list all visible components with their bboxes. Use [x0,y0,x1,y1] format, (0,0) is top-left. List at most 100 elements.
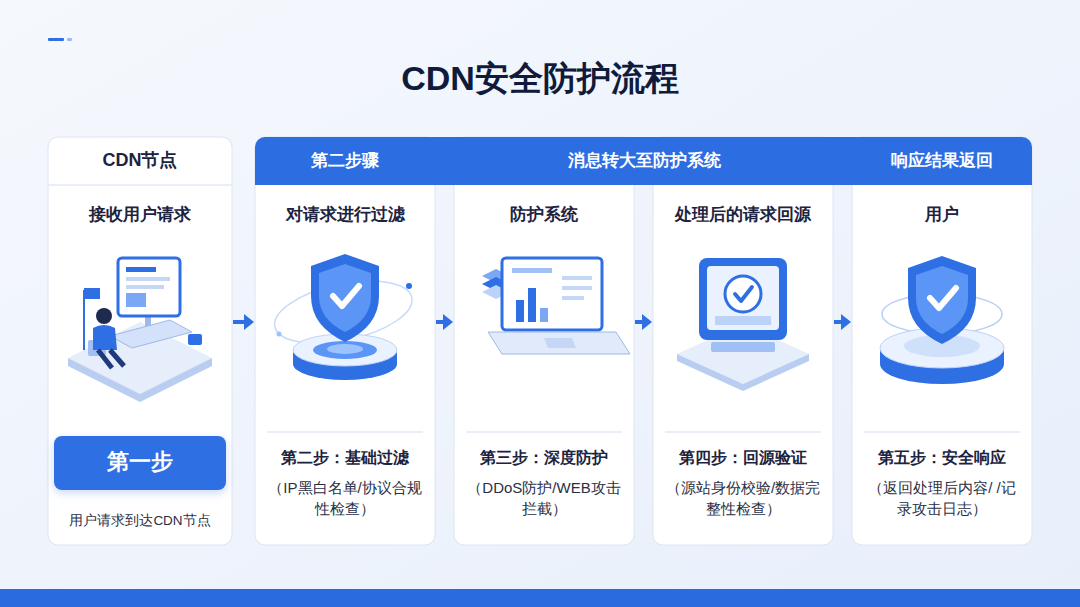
arrow-head [443,314,453,330]
response-shield-icon [908,256,976,344]
user-desk-icon [84,288,100,299]
step-detail: 用户请求到达CDN节点 [51,512,229,531]
response-shield-icon [916,266,968,334]
filter-shield-icon [277,332,282,337]
step-card: 处理后的请求回源第四步：回源验证 （源站身份校验/数据完整性检查） [653,185,833,545]
step-detail: （返回处理后内容/ /记录攻击日志） [864,477,1020,519]
response-shield-icon [880,256,1004,384]
step-title: 第四步：回源验证 [658,447,828,469]
origin-check-icon [715,316,771,325]
corner-dash [48,38,72,41]
laptop-dashboard-icon [540,308,548,322]
user-desk-icon [110,350,124,366]
step-card: CDN节点接收用户请求用户请求到达CDN节点 第一步 [48,137,232,545]
origin-check-icon [677,258,809,391]
step-detail: （DDoS防护/WEB攻击拦截） [466,477,622,519]
laptop-dashboard-icon [544,338,576,348]
arrow-head [841,314,851,330]
card-panels [653,137,833,545]
card-panels [852,137,1032,545]
user-desk-icon [68,258,212,402]
card-dividers [466,431,622,433]
laptop-dashboard-icon [562,296,584,300]
laptop-dashboard-icon [482,258,630,354]
card-dividers [48,185,1020,432]
arrow-head [642,314,652,330]
header-band: 第二步骤 消息转大至防护系统 响应结果返回 [255,137,1032,185]
arrow-shaft [834,320,842,324]
card-dividers [864,431,1020,433]
origin-check-icon [707,266,779,330]
user-desk-icon [126,285,164,289]
laptop-dashboard-icon [516,300,524,322]
flow-arrow [635,314,652,330]
corner-dash [48,38,64,41]
user-desk-icon [96,308,112,324]
card-dividers [665,431,821,433]
arrow-shaft [233,320,245,324]
filter-shield-icon [313,341,377,359]
arrow-head [244,314,254,330]
filter-shield-icon [269,254,418,380]
card-panels [48,137,232,545]
filter-shield-icon [311,254,379,342]
corner-dash [67,38,72,41]
step-detail: （IP黑白名单/协议合规性检查） [267,477,423,519]
laptop-dashboard-icon [562,276,592,280]
user-desk-icon [68,358,212,402]
flow-arrow [436,314,453,330]
user-desk-icon [110,320,192,348]
response-shield-icon [908,256,976,344]
band-label: 响应结果返回 [852,149,1032,173]
card-heading: 接收用户请求 [52,203,228,227]
flow-arrow [834,314,851,330]
diagram-title: CDN安全防护流程 [0,56,1080,102]
card-header: CDN节点 [52,148,228,173]
step-title: 第五步：安全响应 [857,447,1027,469]
card-heading: 对请求进行过滤 [260,203,430,227]
origin-check-icon [735,287,752,301]
laptop-dashboard-icon [512,268,552,273]
card-panels [48,137,1032,545]
card-dividers [48,184,232,186]
origin-check-icon [711,342,775,352]
origin-check-icon [677,354,809,391]
user-desk-icon [93,325,117,350]
step-title: 第三步：深度防护 [459,447,629,469]
card-panels [255,137,435,545]
card-heading: 防护系统 [459,203,629,227]
card-heading: 用户 [857,203,1027,227]
origin-check-icon [699,258,787,340]
user-desk-icon [126,277,170,281]
arrow-shaft [436,320,444,324]
laptop-dashboard-icon [528,288,536,322]
filter-shield-icon [333,286,359,306]
user-desk-icon [126,293,146,307]
step-card: 用户第五步：安全响应 （返回处理后内容/ /记录攻击日志） [852,185,1032,545]
badge-label: 第一步 [57,447,223,478]
step-detail: （源站身份校验/数据完整性检查） [665,477,821,519]
user-desk-icon [126,267,156,272]
card-dividers [267,431,423,433]
response-shield-icon [930,288,956,308]
step-badge: 第一步 [54,436,226,490]
user-desk-icon [188,334,202,345]
step-card: 防护系统第三步：深度防护 （DDoS防护/WEB攻击拦截） [454,185,634,545]
bottom-bar [0,589,1080,607]
step-card: 对请求进行过滤第二步：基础过滤（IP黑白名单/协议合规性检查） [255,185,435,545]
band-label: 消息转大至防护系统 [494,149,794,173]
card-heading: 处理后的请求回源 [658,203,828,227]
laptop-dashboard-icon [562,286,592,290]
band-label: 第二步骤 [255,149,435,173]
flow-arrow [233,314,254,330]
laptop-dashboard-icon [488,332,630,354]
laptop-dashboard-icon [502,258,602,330]
filter-shield-icon [327,344,363,354]
card-panels [454,137,634,545]
origin-check-icon [725,276,761,312]
filter-shield-icon [311,254,379,342]
filter-shield-icon [406,283,412,289]
filter-shield-icon [319,264,371,332]
